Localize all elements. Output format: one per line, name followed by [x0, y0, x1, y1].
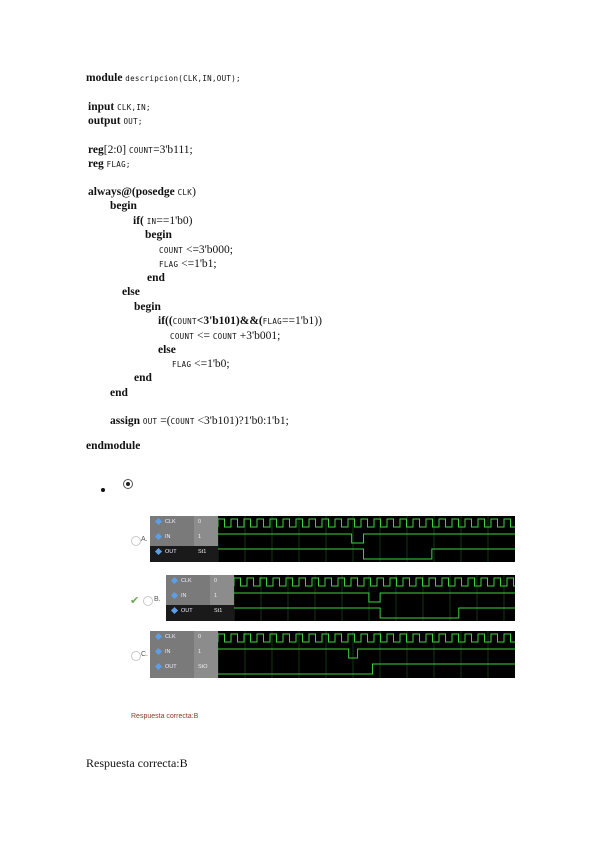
code-line-output: output OUT; — [88, 115, 143, 127]
code-line-assign: assign OUT =(COUNT <3'b101)?1'b0:1'b1; — [110, 415, 289, 427]
code-line-endmodule: endmodule — [86, 440, 141, 452]
verilog-code: module descripcion(CLK,IN,OUT); input CL… — [86, 72, 322, 452]
clock-trace — [218, 633, 515, 643]
code-line-end-1: end — [147, 272, 165, 284]
code-line-reg-flag: reg FLAG; — [88, 158, 131, 170]
option-c-traces — [218, 631, 515, 678]
code-line-begin-2: begin — [145, 229, 172, 241]
code-line-count-inc: COUNT <= COUNT +3'b001; — [170, 330, 281, 342]
signal-diamond-icon — [154, 518, 163, 526]
option-b-traces — [234, 575, 515, 621]
signal-trace — [218, 548, 515, 560]
code-line-begin-3: begin — [134, 301, 161, 313]
correct-answer-small: Respuesta correcta:B — [131, 713, 199, 720]
option-b-radio[interactable] — [143, 596, 153, 606]
signal-trace — [218, 648, 515, 659]
signal-diamond-icon — [170, 577, 179, 585]
code-line-end-2: end — [134, 372, 152, 384]
signal-diamond-icon — [154, 633, 163, 641]
signal-trace — [234, 592, 515, 603]
code-line-else-2: else — [158, 344, 176, 356]
option-a-letter: A. — [141, 536, 148, 543]
signal-diamond-icon — [154, 548, 163, 556]
code-line-always: always@(posedge CLK) — [88, 186, 196, 198]
signal-diamond-icon — [154, 648, 163, 656]
code-line-begin-1: begin — [110, 200, 137, 212]
option-c-letter: C. — [141, 651, 148, 658]
signal-diamond-icon — [170, 592, 179, 600]
clock-trace — [234, 577, 515, 587]
code-line-reg-count: reg[2:0] COUNT=3'b111; — [88, 144, 193, 156]
option-c-radio[interactable] — [131, 651, 141, 661]
correct-check-icon: ✔ — [130, 594, 140, 607]
list-bullet — [101, 488, 105, 492]
option-a-radio[interactable] — [131, 536, 141, 546]
signal-diamond-icon — [154, 533, 163, 541]
code-line-input: input CLK,IN; — [88, 101, 151, 113]
code-line-else-1: else — [122, 286, 140, 298]
signal-diamond-icon — [170, 607, 179, 615]
code-line-if-in: if( IN==1'b0) — [133, 215, 193, 227]
option-a-traces — [218, 516, 515, 562]
signal-trace — [234, 607, 515, 619]
code-line-count-reset: COUNT <=3'b000; — [159, 244, 233, 256]
code-line-module: module descripcion(CLK,IN,OUT); — [86, 72, 241, 84]
code-line-end-3: end — [110, 387, 128, 399]
signal-diamond-icon — [154, 663, 163, 671]
code-line-flag-clear: FLAG <=1'b0; — [172, 358, 230, 370]
clock-trace — [218, 518, 515, 528]
signal-trace — [218, 533, 515, 544]
answer-radio-selected[interactable] — [123, 479, 133, 489]
signal-trace — [218, 663, 515, 675]
code-line-if-count: if((COUNT<3'b101)&&(FLAG==1'b1)) — [158, 315, 322, 327]
option-b-letter: B. — [154, 596, 161, 603]
correct-answer: Respuesta correcta:B — [86, 756, 188, 770]
code-line-flag-set: FLAG <=1'b1; — [159, 258, 217, 270]
